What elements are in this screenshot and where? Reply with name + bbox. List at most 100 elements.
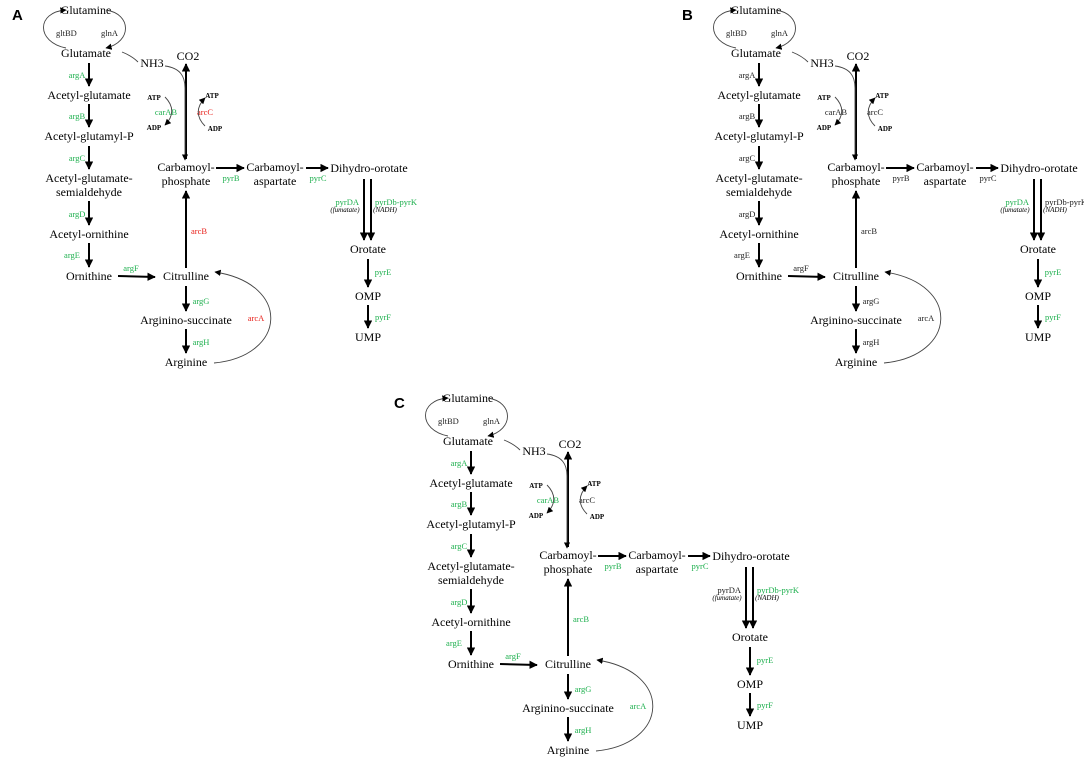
gene-pyrf: pyrF (375, 312, 391, 322)
arrow-nh3-to-carbamoyl-phosphate (546, 453, 571, 549)
metabolite-nh3: NH3 (140, 56, 163, 70)
arrow-glna-cycle (775, 9, 796, 50)
gene-pyrf: pyrF (1045, 312, 1061, 322)
gene-pyrf: pyrF (757, 700, 773, 710)
panel-label: B (682, 7, 693, 24)
gene-arga: argA (69, 70, 87, 80)
arrow-gltbd-cycle (43, 7, 67, 49)
gene-carab: carAB (825, 107, 848, 117)
gene-argh: argH (575, 725, 592, 735)
arrow-carab-atp-adp (546, 484, 555, 514)
panel-label: A (12, 7, 23, 24)
condition-fumarate: (fumatate) (712, 594, 742, 602)
metabolite-glutamate: Glutamate (731, 46, 781, 60)
gene-pyrc: pyrC (980, 173, 997, 183)
metabolite-acetyl-glutamate-semialdehyde: Acetyl-glutamate- (45, 171, 132, 185)
metabolite-orotate: Orotate (1020, 242, 1056, 256)
metabolite-carbamoyl-phosphate: Carbamoyl- (157, 160, 214, 174)
panel-label: C (394, 395, 405, 412)
metabolite-acetyl-glutamate-semialdehyde: Acetyl-glutamate- (427, 559, 514, 573)
metabolite-nh3: NH3 (522, 444, 545, 458)
gene-arca: arcA (918, 313, 935, 323)
metabolite-omp: OMP (737, 677, 763, 691)
metabolite-dihydro-orotate: Dihydro-orotate (712, 549, 789, 563)
metabolite-ornithine: Ornithine (448, 657, 494, 671)
metabolite-carbamoyl-aspartate: aspartate (924, 174, 967, 188)
gene-arcc: arcC (867, 107, 883, 117)
gene-gltbd: gltBD (726, 28, 747, 38)
gene-argd: argD (739, 209, 756, 219)
cofactor-adp-in: ADP (208, 125, 223, 133)
gene-pyrda: pyrDA (1005, 197, 1029, 207)
gene-pyrda: pyrDA (335, 197, 359, 207)
metabolite-dihydro-orotate: Dihydro-orotate (330, 161, 407, 175)
metabolite-omp: OMP (355, 289, 381, 303)
metabolite-carbamoyl-phosphate: Carbamoyl- (827, 160, 884, 174)
gene-carab: carAB (155, 107, 178, 117)
arrow-glutamate-nh3 (503, 439, 521, 451)
metabolite-glutamine: Glutamine (61, 3, 112, 17)
metabolite-carbamoyl-phosphate: phosphate (832, 174, 881, 188)
metabolite-acetyl-glutamate-semialdehyde: semialdehyde (726, 185, 792, 199)
gene-argb: argB (451, 499, 468, 509)
metabolite-co2: CO2 (177, 49, 200, 63)
gene-argf: argF (123, 263, 139, 273)
arrow-ornithine-to-citrulline (499, 660, 538, 669)
gene-pyrdb-pyrk: pyrDb-pyrK (1045, 197, 1084, 207)
gene-pyre: pyrE (1045, 267, 1062, 277)
gene-argb: argB (739, 111, 756, 121)
gene-arca: arcA (248, 313, 265, 323)
gene-argc: argC (451, 541, 468, 551)
cofactor-adp-in: ADP (878, 125, 893, 133)
metabolite-ornithine: Ornithine (736, 269, 782, 283)
arrow-arca-arginine-to-citrulline (213, 269, 272, 364)
gene-arcb: arcB (573, 614, 589, 624)
metabolite-ump: UMP (737, 718, 763, 732)
metabolite-glutamine: Glutamine (731, 3, 782, 17)
gene-argg: argG (863, 296, 880, 306)
arrow-arcc-adp-atp (197, 97, 206, 127)
pathway-panel-a: A Glutamine Glutamate NH3 CO2 Acetyl-glu… (12, 3, 418, 369)
metabolite-acetyl-glutamyl-p: Acetyl-glutamyl-P (426, 517, 516, 531)
gene-argf: argF (505, 651, 521, 661)
metabolite-carbamoyl-phosphate: phosphate (162, 174, 211, 188)
metabolite-carbamoyl-aspartate: aspartate (636, 562, 679, 576)
metabolite-carbamoyl-aspartate: Carbamoyl- (246, 160, 303, 174)
gene-pyrdb-pyrk: pyrDb-pyrK (757, 585, 800, 595)
metabolite-acetyl-glutamyl-p: Acetyl-glutamyl-P (714, 129, 804, 143)
pathway-panel-b: B Glutamine Glutamate NH3 CO2 Acetyl-glu… (682, 3, 1084, 369)
metabolite-dihydro-orotate: Dihydro-orotate (1000, 161, 1077, 175)
pathway-panel-c: C Glutamine Glutamate NH3 CO2 Acetyl-glu… (394, 391, 800, 757)
gene-argf: argF (793, 263, 809, 273)
arrow-arca-arginine-to-citrulline (595, 657, 654, 752)
arrow-glutamate-nh3 (791, 51, 809, 63)
cofactor-atp-out: ATP (205, 92, 219, 100)
metabolite-arginine: Arginine (165, 355, 207, 369)
gene-glna: glnA (101, 28, 119, 38)
gene-argh: argH (863, 337, 880, 347)
metabolite-citrulline: Citrulline (545, 657, 591, 671)
cofactor-adp-out: ADP (529, 512, 544, 520)
metabolite-acetyl-glutamate: Acetyl-glutamate (717, 88, 800, 102)
gene-argc: argC (69, 153, 86, 163)
cofactor-atp-out: ATP (875, 92, 889, 100)
condition-nadh: (NADH) (755, 594, 779, 602)
metabolite-glutamate: Glutamate (61, 46, 111, 60)
gene-argb: argB (69, 111, 86, 121)
gene-arge: argE (64, 250, 80, 260)
condition-fumarate: (fumatate) (1000, 206, 1030, 214)
arrow-ornithine-to-citrulline (787, 272, 826, 281)
metabolite-acetyl-ornithine: Acetyl-ornithine (719, 227, 798, 241)
metabolite-acetyl-glutamate-semialdehyde: semialdehyde (438, 573, 504, 587)
cofactor-adp-in: ADP (590, 513, 605, 521)
gene-glna: glnA (483, 416, 501, 426)
arrow-arcc-adp-atp (867, 97, 876, 127)
gene-pyrdb-pyrk: pyrDb-pyrK (375, 197, 418, 207)
cofactor-adp-out: ADP (147, 124, 162, 132)
metabolite-citrulline: Citrulline (833, 269, 879, 283)
gene-pyre: pyrE (757, 655, 774, 665)
cofactor-atp-out: ATP (587, 480, 601, 488)
arrow-arcc-adp-atp (579, 485, 588, 515)
metabolite-arginine: Arginine (547, 743, 589, 757)
